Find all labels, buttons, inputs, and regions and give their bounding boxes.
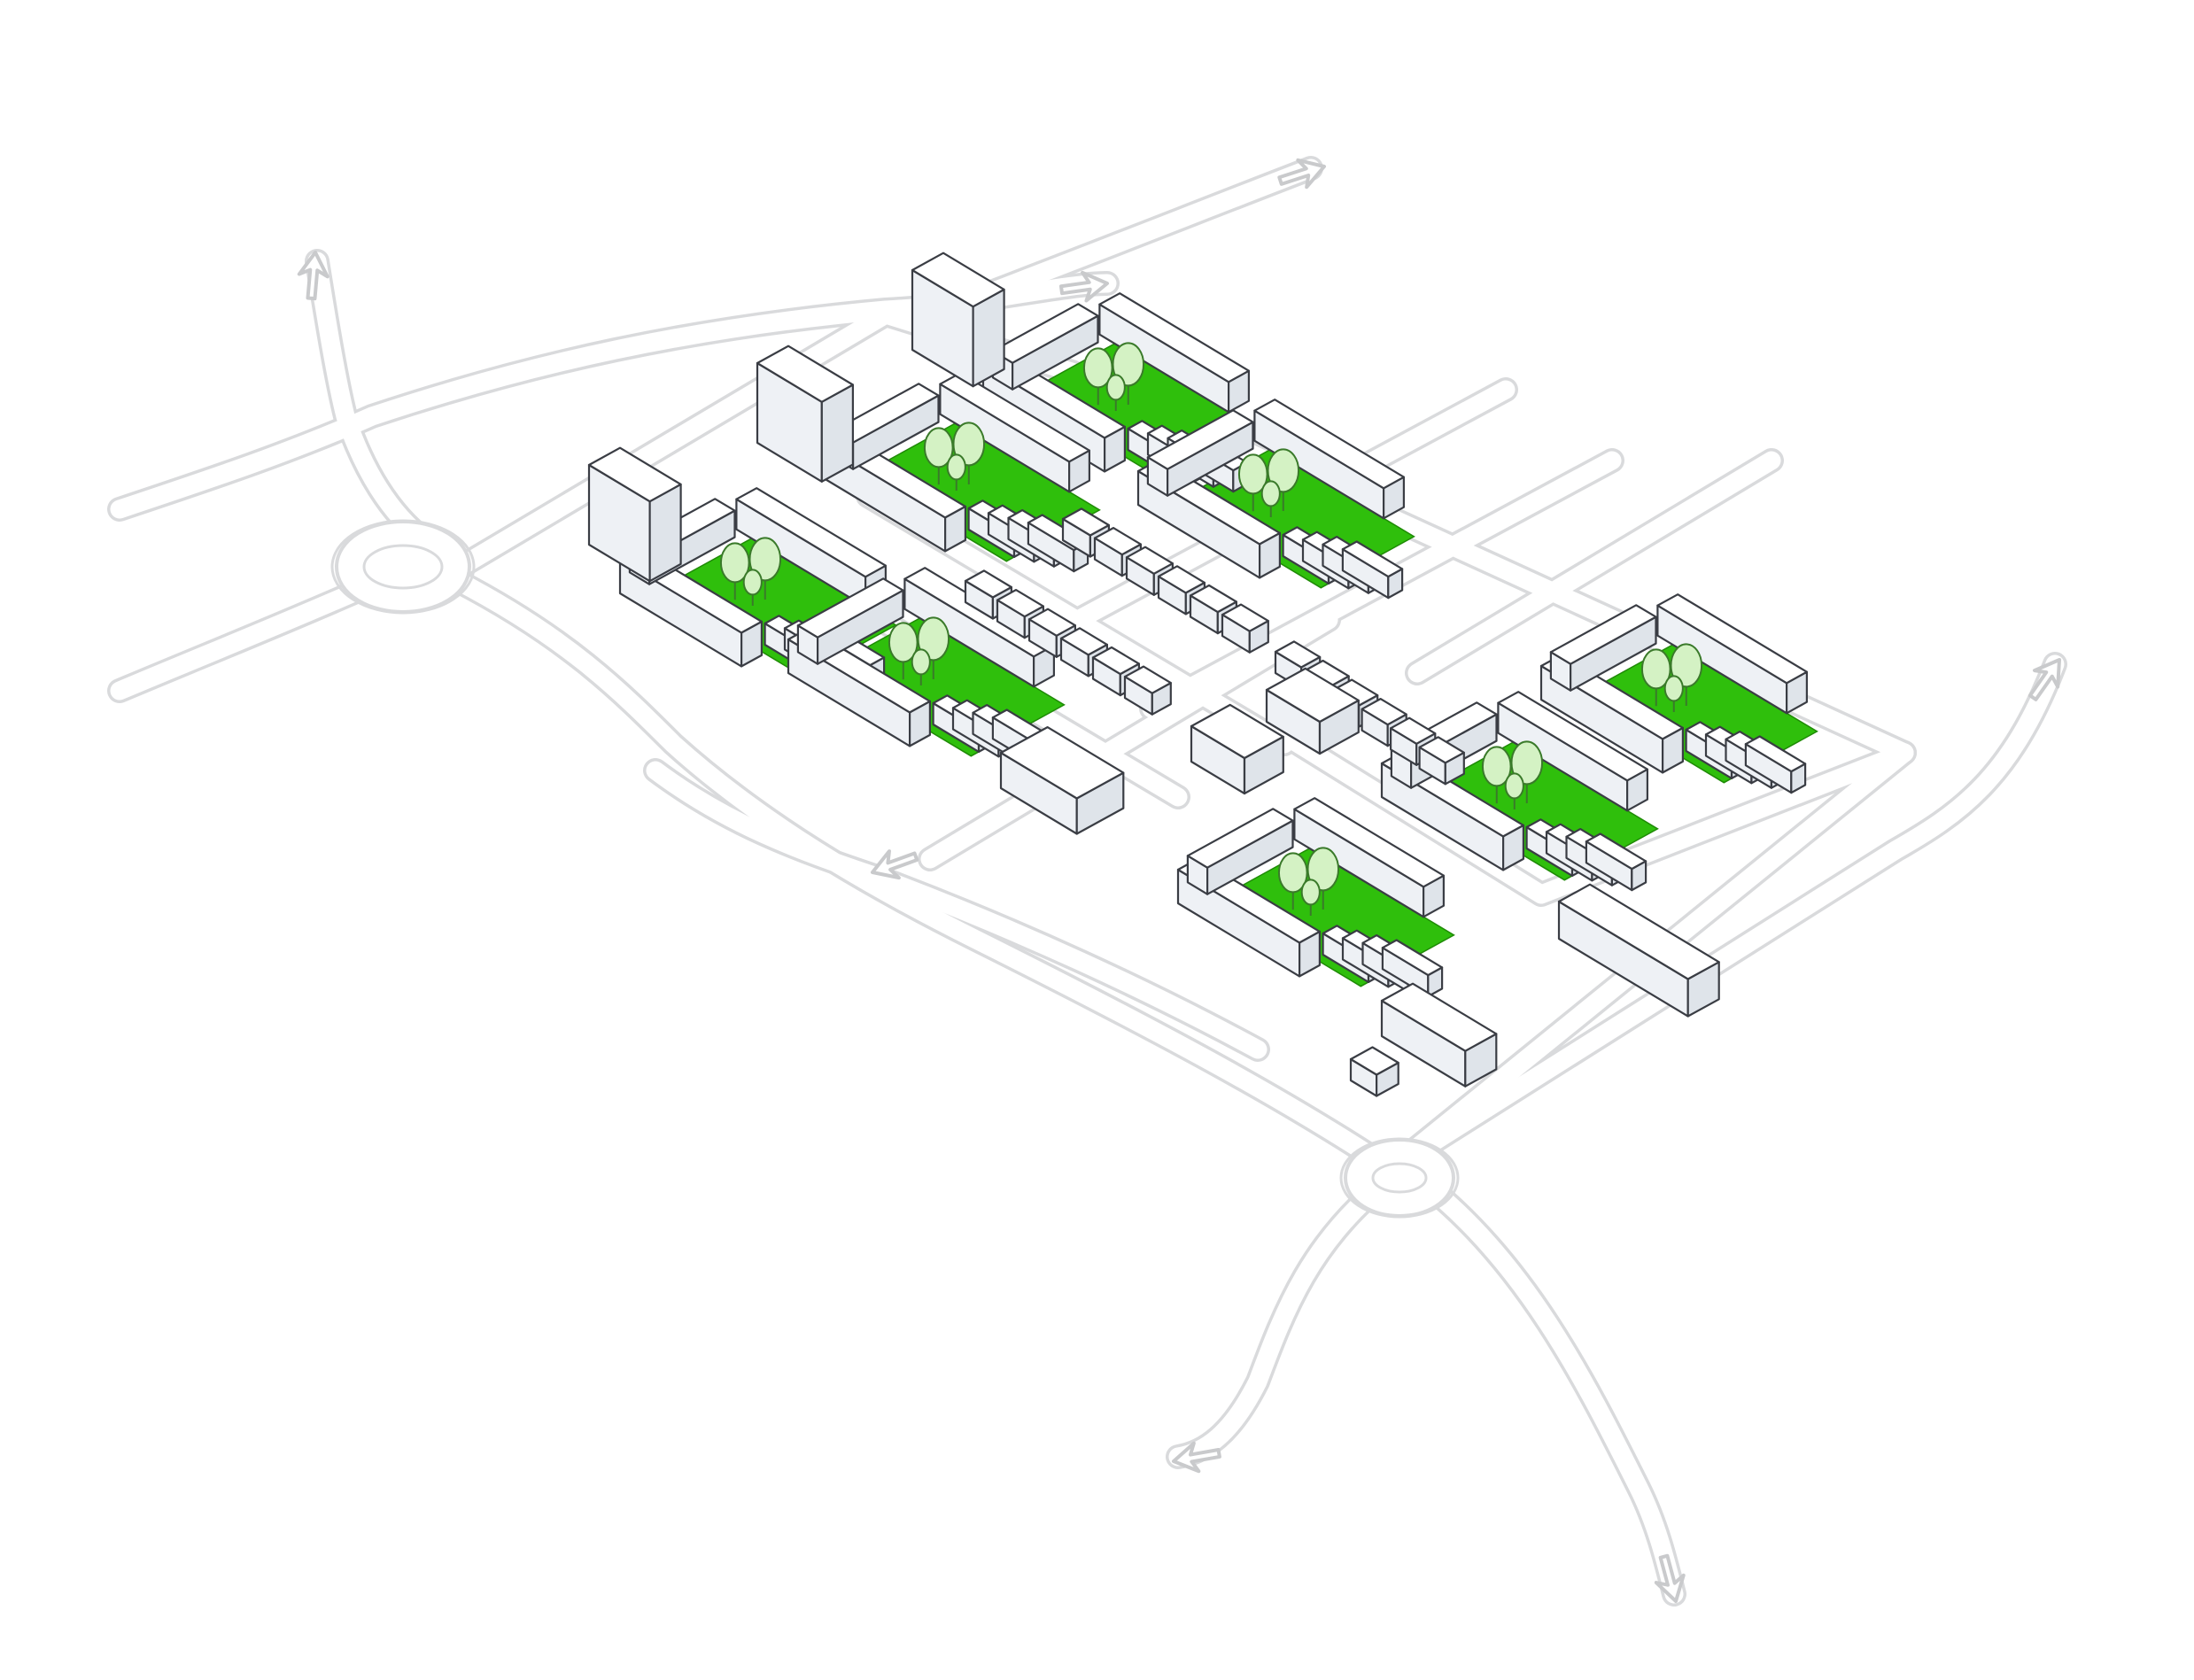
courtyard-block-4-tree-2	[1267, 448, 1300, 512]
tree-icon	[1306, 847, 1340, 892]
arrow-north-spur	[297, 251, 329, 301]
courtyard-block-2-tree-3	[1105, 374, 1126, 412]
tree-icon	[1105, 374, 1126, 401]
roundabout-south	[1339, 1137, 1460, 1219]
arrow-south	[1172, 1441, 1221, 1474]
courtyard-block-6-tree-3	[1504, 772, 1524, 810]
courtyard-block-6-tree-1	[1481, 746, 1512, 804]
east-bar-building	[1557, 883, 1720, 1018]
courtyard-block-7-tree-3	[1663, 675, 1684, 713]
central-terrace-b-6	[1221, 603, 1269, 654]
buildings	[587, 252, 1809, 1097]
tree-icon	[888, 622, 919, 663]
road-arrow-icon	[871, 849, 919, 880]
tree-icon	[1510, 740, 1544, 786]
tree-icon	[1670, 643, 1703, 688]
courtyard-block-2-north-bar	[1098, 292, 1251, 414]
road-arrow-icon	[1654, 1553, 1686, 1603]
courtyard-block-6-tree-2	[1510, 740, 1544, 804]
south-bar-building	[1380, 982, 1498, 1088]
arrow-north	[1058, 270, 1109, 303]
tree-icon	[1112, 342, 1145, 387]
tree-icon	[748, 537, 782, 582]
tree-icon	[1260, 480, 1281, 507]
courtyard-block-7-tree-2	[1670, 643, 1703, 707]
tree-icon	[1267, 448, 1300, 493]
arrow-northeast	[1277, 158, 1326, 190]
roundabout-west	[330, 519, 476, 615]
courtyard-block-4-north-bar	[1253, 399, 1406, 520]
courtyard-block-4-tree-1	[1237, 453, 1268, 512]
central-terrace-a-6	[1123, 665, 1172, 716]
courtyard-block-1-tree-3	[742, 569, 763, 607]
courtyard-block-2-west-bar	[991, 303, 1099, 391]
courtyard-block-6-south-bar	[1380, 751, 1525, 871]
courtyard-block-6-terrace-4	[1585, 832, 1647, 892]
tree-icon	[1663, 675, 1684, 702]
courtyard-block-4-west-bar	[1146, 409, 1254, 497]
road-arrow-icon	[2027, 658, 2061, 701]
tree-icon	[1277, 852, 1308, 894]
courtyard-block-3-tree-1	[888, 622, 919, 680]
civic-building-1	[999, 725, 1125, 835]
tree-icon	[952, 422, 986, 467]
courtyard-block-8-tree-1	[923, 427, 954, 485]
courtyard-block-3-west-bar	[796, 577, 904, 665]
courtyard-block-8-north-bar	[939, 372, 1091, 493]
tree-icon	[911, 648, 931, 676]
tree-icon	[1082, 347, 1113, 389]
road-arrow-icon	[1058, 270, 1109, 303]
arrow-southwest	[871, 849, 919, 880]
courtyard-block-2-tree-1	[1082, 347, 1113, 406]
central-terrace-c-6	[1418, 736, 1465, 786]
courtyard-block-5-tree-3	[1300, 879, 1321, 917]
tower-1	[587, 446, 682, 583]
road-southeast-spur	[1405, 1165, 1686, 1606]
tree-icon	[946, 453, 966, 481]
courtyard-block-4-terrace-4	[1341, 540, 1404, 600]
courtyard-block-1-tree-1	[719, 542, 750, 600]
arrow-east	[2027, 658, 2061, 701]
courtyard-block-5-tree-2	[1306, 847, 1340, 910]
arrow-southeast	[1654, 1553, 1686, 1603]
courtyard-block-5-north-bar	[1293, 797, 1446, 918]
kiosk-building	[1349, 1046, 1399, 1097]
courtyard-block-7-terrace-4	[1744, 735, 1807, 794]
courtyard-block-5-tree-1	[1277, 852, 1308, 910]
tree-icon	[1504, 772, 1524, 800]
tree-icon	[742, 569, 763, 596]
tree-icon	[923, 427, 954, 468]
tower-2	[756, 345, 855, 483]
road-arrow-icon	[297, 251, 329, 301]
tree-icon	[917, 616, 950, 662]
courtyard-block-4-tree-3	[1260, 480, 1281, 518]
courtyard-block-3-north-bar	[903, 567, 1056, 688]
road-arrow-icon	[1172, 1441, 1221, 1474]
courtyard-block-2-tree-2	[1112, 342, 1145, 406]
tree-icon	[1300, 879, 1321, 906]
courtyard-block-3-tree-3	[911, 648, 931, 686]
courtyard-block-7-west-bar	[1549, 604, 1657, 692]
tree-icon	[1237, 453, 1268, 495]
courtyard-block-7-north-bar	[1656, 593, 1809, 715]
courtyard-block-3-tree-2	[917, 616, 950, 680]
courtyard-block-5-terrace-4	[1381, 939, 1444, 998]
courtyard-block-8-tree-3	[946, 453, 966, 492]
tree-icon	[1640, 648, 1671, 690]
courtyard-block-5-west-bar	[1186, 808, 1294, 895]
courtyard-block-6-north-bar	[1497, 691, 1649, 812]
courtyard-block-7-tree-1	[1640, 648, 1671, 707]
road-arrow-icon	[1277, 158, 1326, 190]
civic-building-3	[1265, 667, 1360, 755]
civic-building-2	[1190, 703, 1284, 795]
tree-icon	[1481, 746, 1512, 787]
courtyard-block-1-tree-2	[748, 537, 782, 600]
tower-3	[911, 252, 1005, 388]
courtyard-block-8-tree-2	[952, 422, 986, 485]
trees	[719, 342, 1703, 917]
tree-icon	[719, 542, 750, 584]
